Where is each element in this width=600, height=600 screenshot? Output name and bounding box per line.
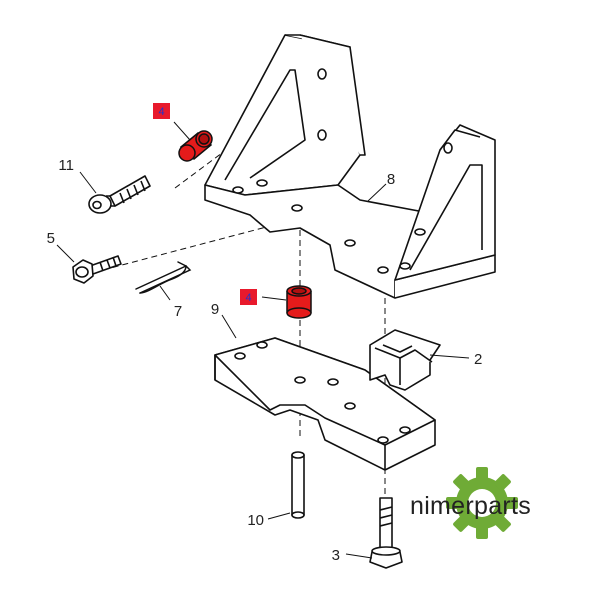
callout-5: 5 xyxy=(47,230,55,247)
clip-pin-part-7 xyxy=(135,261,192,294)
pin-part-10 xyxy=(291,451,305,519)
plate-part-9 xyxy=(214,337,436,471)
highlight-tag-label: 4 xyxy=(158,106,164,118)
highlight-tag-label: 4 xyxy=(245,292,251,304)
callout-3: 3 xyxy=(332,547,340,564)
callout-11: 11 xyxy=(58,157,74,174)
bolt-part-3 xyxy=(369,497,403,569)
clip-part-2 xyxy=(369,329,441,391)
callout-8: 8 xyxy=(387,171,395,188)
bracket-part-8 xyxy=(204,34,496,299)
brand-name: nimerparts xyxy=(410,492,531,520)
bolt-part-5 xyxy=(72,255,122,284)
highlight-tag-4-lower: 4 xyxy=(240,289,257,305)
gear-icon xyxy=(446,467,518,539)
bolt-part-11 xyxy=(88,175,151,214)
bushing-part-4-upper xyxy=(178,130,213,162)
brand-logo: nimerparts xyxy=(410,467,531,539)
leader-lines xyxy=(56,121,470,559)
highlight-tag-4-upper: 4 xyxy=(153,103,170,119)
callout-10: 10 xyxy=(247,512,264,529)
callout-9: 9 xyxy=(211,301,219,318)
callout-2: 2 xyxy=(474,351,482,368)
bushing-part-4-lower xyxy=(286,285,312,319)
callout-7: 7 xyxy=(174,303,182,320)
